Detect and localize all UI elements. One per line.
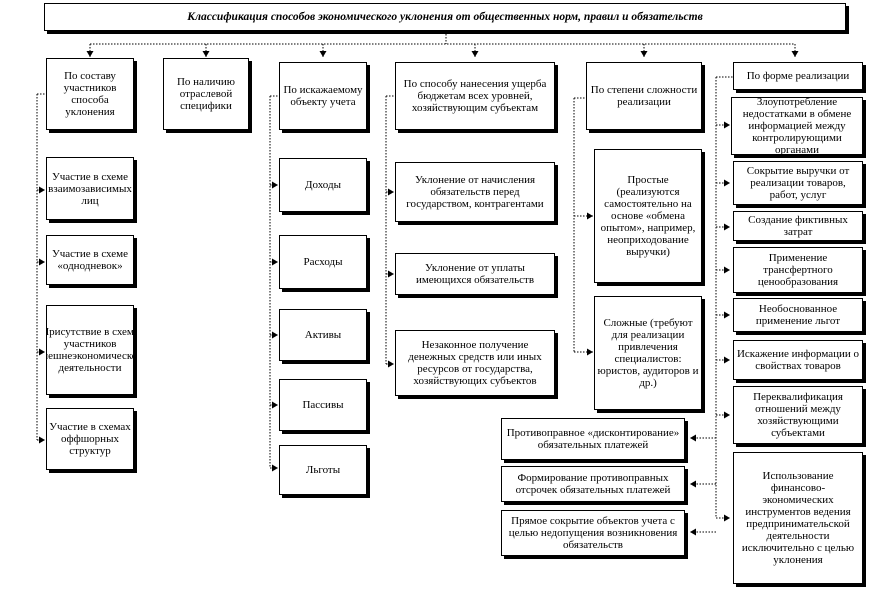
form-item-2: Сокрытие выручки от реализации товаров, … bbox=[733, 161, 863, 205]
form-item-4: Применение трансфертного ценообразования bbox=[733, 247, 863, 293]
form-header: По форме реализации bbox=[733, 62, 863, 90]
damage-item-3: Незаконное получение денежных средств ил… bbox=[395, 330, 555, 396]
participants-item-3: Присутствие в схеме участников внешнеэко… bbox=[46, 305, 134, 395]
damage-item-2: Уклонение от уплаты имеющихся обязательс… bbox=[395, 253, 555, 295]
damage-header: По способу нанесения ущерба бюджетам все… bbox=[395, 62, 555, 130]
participants-header: По составу участников способа уклонения bbox=[46, 58, 134, 130]
form-item-7: Переквалификация отношений между хозяйст… bbox=[733, 386, 863, 444]
form-left-item-2: Формирование противоправных отсрочек обя… bbox=[501, 466, 685, 502]
object-item-4: Пассивы bbox=[279, 379, 367, 431]
object-item-3: Активы bbox=[279, 309, 367, 361]
participants-item-1: Участие в схеме взаимозависимых лиц bbox=[46, 157, 134, 220]
form-item-8: Использование финансово-экономических ин… bbox=[733, 452, 863, 584]
object-item-2: Расходы bbox=[279, 235, 367, 289]
diagram-title: Классификация способов экономического ук… bbox=[44, 3, 846, 31]
form-item-3: Создание фиктивных затрат bbox=[733, 211, 863, 241]
form-left-item-1: Противоправное «дисконтирование» обязате… bbox=[501, 418, 685, 460]
participants-item-4: Участие в схемах оффшорных структур bbox=[46, 408, 134, 470]
object-item-1: Доходы bbox=[279, 158, 367, 212]
complexity-item-complex: Сложные (требуют для реализации привлече… bbox=[594, 296, 702, 410]
form-item-6: Искажение информации о свойствах товаров bbox=[733, 340, 863, 380]
sector-header: По наличию отраслевой специфики bbox=[163, 58, 249, 130]
object-item-5: Льготы bbox=[279, 445, 367, 495]
form-item-5: Необоснованное применение льгот bbox=[733, 298, 863, 332]
form-left-item-3: Прямое сокрытие объектов учета с целью н… bbox=[501, 510, 685, 556]
complexity-header: По степени сложности реализации bbox=[586, 62, 702, 130]
participants-item-2: Участие в схеме «однодневок» bbox=[46, 235, 134, 285]
object-header: По искажаемому объекту учета bbox=[279, 62, 367, 130]
complexity-item-simple: Простые (реализуются самостоятельно на о… bbox=[594, 149, 702, 283]
form-item-1: Злоупотребление недостатками в обмене ин… bbox=[731, 97, 863, 155]
damage-item-1: Уклонение от начисления обязательств пер… bbox=[395, 162, 555, 222]
